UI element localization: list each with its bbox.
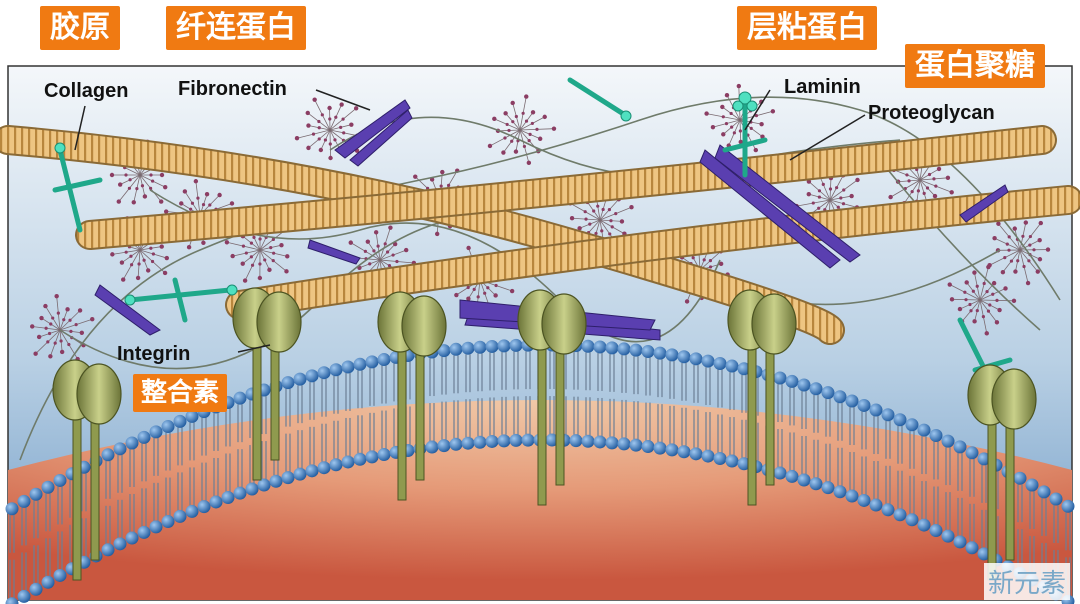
proteoglycan-en-label: Proteoglycan — [868, 102, 995, 124]
laminin-cn-label: 层粘蛋白 — [737, 6, 877, 50]
collagen-cn-label: 胶原 — [40, 6, 120, 50]
collagen-en-label: Collagen — [44, 80, 129, 102]
fibronectin-cn-label: 纤连蛋白 — [166, 6, 306, 50]
laminin-en-label: Laminin — [784, 76, 861, 98]
integrin-cn-label: 整合素 — [133, 374, 228, 412]
leader-lines — [74, 89, 866, 353]
integrin-en-label: Integrin — [117, 343, 191, 365]
fibronectin-en-label: Fibronectin — [178, 78, 287, 100]
collagen-fibrils — [0, 125, 1080, 345]
proteoglycan-cn-label: 蛋白聚糖 — [905, 44, 1045, 88]
watermark: 新元素 — [983, 563, 1070, 600]
integrin-receptors — [52, 287, 1037, 581]
